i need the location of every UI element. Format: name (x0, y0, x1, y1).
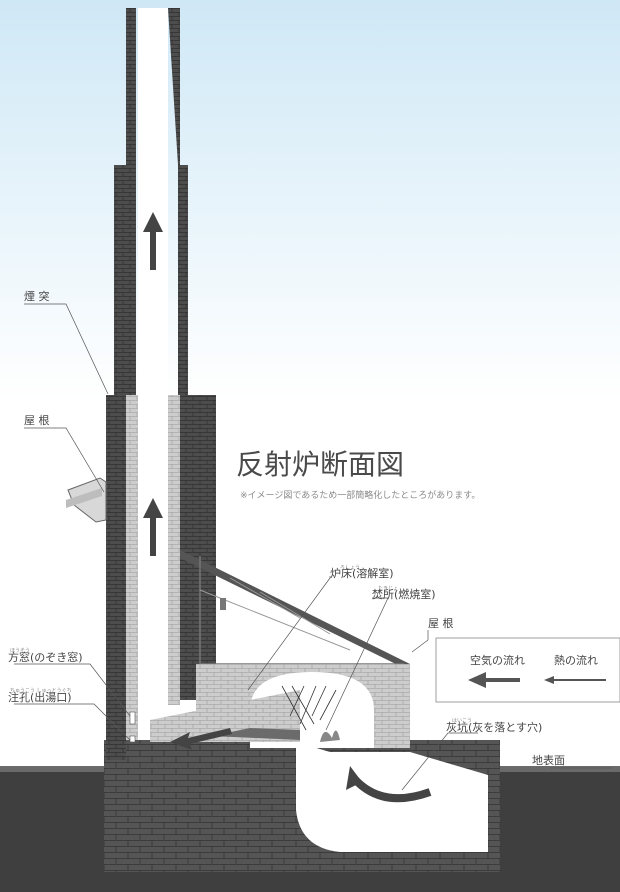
tap-hole-opening (129, 735, 136, 743)
ruby-tap-hole: ちゅうこう しゅっとうぐち (10, 688, 72, 694)
leader-lines (14, 303, 612, 791)
heat-flow-arrow-icon (544, 676, 606, 684)
label-roof-left: 屋 根 (24, 413, 50, 427)
molten-metal (212, 728, 300, 740)
window-opening (129, 711, 136, 725)
roof-right-slope (180, 550, 410, 668)
label-window: 方窓(のぞき窓) (8, 650, 83, 664)
heat-rays (281, 685, 337, 731)
ruby-ash-pit: はいこう (452, 718, 472, 724)
ruby-firebox: たきじょ (378, 585, 398, 592)
legend-box (435, 637, 620, 703)
chimney-wall-left (106, 8, 136, 760)
diagram-subtitle: ※イメージ図であるため一部簡略化したところがあります。 (240, 489, 480, 501)
roof-left-eave (66, 488, 102, 508)
chimney-flue (138, 8, 168, 740)
label-ground: 地表面 (532, 753, 565, 767)
ruby-window: ほうそう (10, 647, 30, 654)
label-firebox: 焚所(燃焼室) (372, 587, 436, 601)
left-flow-arrow-icon (170, 728, 232, 750)
up-arrow-icon (143, 212, 163, 270)
label-ash-pit: 灰坑(灰を落とす穴) (446, 720, 542, 734)
fire-icon (320, 730, 340, 742)
label-roof-right: 屋 根 (428, 616, 454, 630)
ruby-hearth: ろしょう (340, 565, 360, 571)
curved-arrow-head-icon (346, 766, 362, 790)
roof-hanger (220, 598, 226, 610)
air-flow-arrow-icon (468, 672, 520, 688)
chimney-lining-left (126, 395, 138, 740)
chimney-lining-right (168, 395, 180, 705)
label-chimney: 煙 突 (24, 289, 50, 303)
label-hearth: 炉床(溶解室) (330, 566, 394, 580)
chimney-outer-left (114, 165, 126, 395)
label-tap-hole: 注孔(出湯口) (8, 690, 72, 704)
legend-air-flow: 空気の流れ (470, 653, 525, 667)
diagram-title: 反射炉断面図 (236, 448, 404, 481)
legend-heat-flow: 熱の流れ (554, 653, 598, 667)
up-arrow-icon (143, 498, 163, 556)
